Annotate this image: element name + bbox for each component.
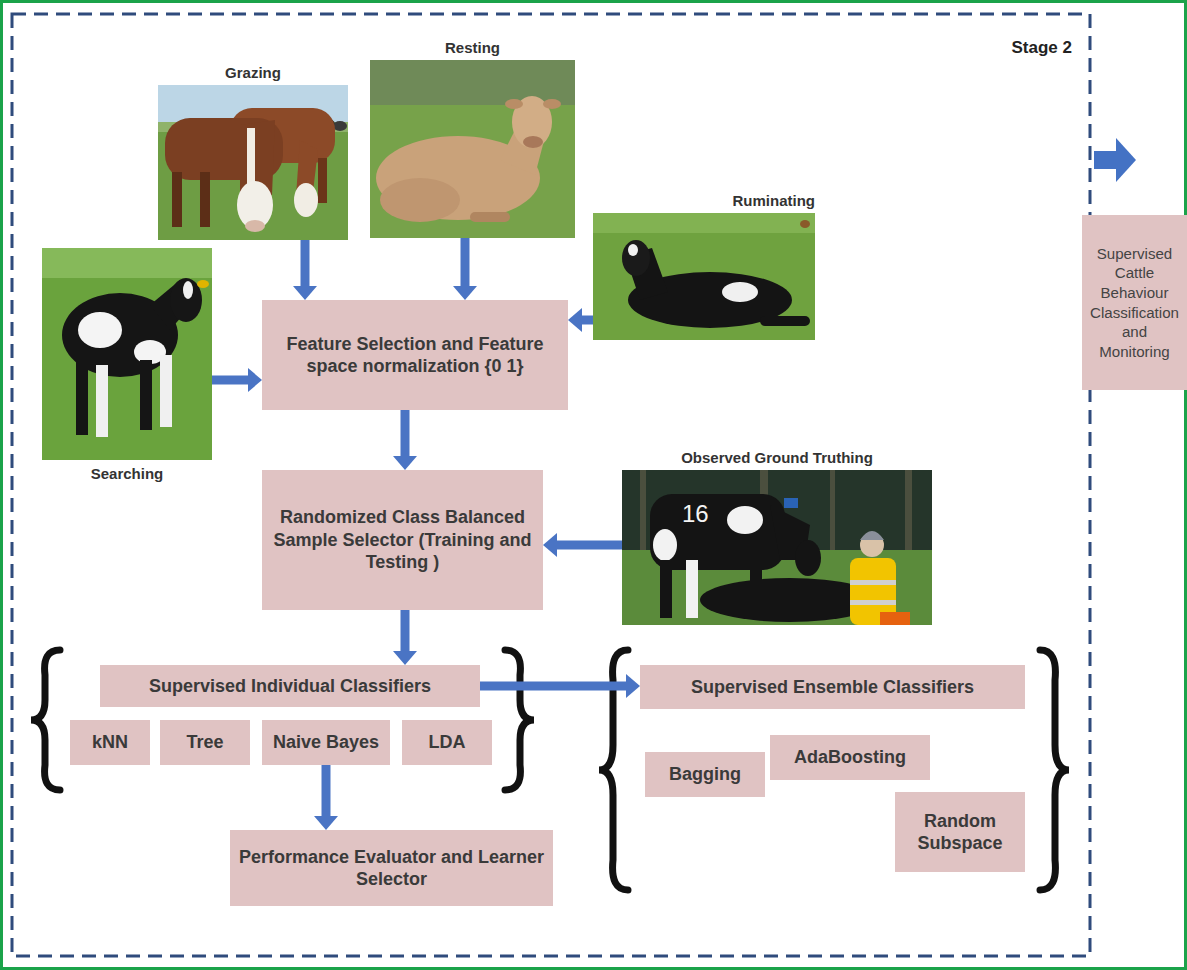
flow-arrow [543,533,622,557]
classifier-box: Naive Bayes [262,720,390,765]
group-header: Supervised Ensemble Classifiers [640,665,1025,709]
photo-panel: Searching [42,248,212,460]
stage-label: Stage 2 [990,38,1072,58]
classifier-box: LDA [402,720,492,765]
photo-panel: Observed Ground Truthing [622,470,932,625]
arrow-head [314,816,338,830]
flow-arrow [293,240,317,300]
arrow-shaft [212,376,250,385]
photo-panel: Ruminating [593,213,815,340]
box-label: Supervised Ensemble Classifiers [648,676,1017,699]
box-label: kNN [78,731,142,754]
photo-caption: Ruminating [733,191,816,211]
photo-caption: Resting [350,38,595,58]
box-label: Performance Evaluator and Learner Select… [238,846,545,891]
box-label: Supervised Individual Classifiers [108,675,472,698]
classifier-box: AdaBoosting [770,735,930,780]
photo-caption: Grazing [138,63,368,83]
ruminating-photo [593,213,815,340]
arrow-head [568,308,582,332]
photo-caption: Searching [22,464,232,484]
arrow-shaft [555,541,622,550]
classifier-box: Tree [160,720,250,765]
box-label: AdaBoosting [778,746,922,769]
photo-panel: Resting [370,60,575,238]
arrow-head [626,674,640,698]
arrow-head [453,286,477,300]
process-box: Performance Evaluator and Learner Select… [230,830,553,906]
box-label: Bagging [653,763,757,786]
process-box: Feature Selection and Feature space norm… [262,300,568,410]
group-header: Supervised Individual Classifiers [100,665,480,707]
arrow-shaft [401,410,410,458]
box-label: Supervised Cattle Behaviour Classificati… [1090,244,1179,362]
arrow-head [293,286,317,300]
grazing-photo [158,85,348,240]
arrow-shaft [322,765,331,818]
arrow-head [393,456,417,470]
arrow-shaft [461,238,470,288]
arrow-shaft [301,240,310,288]
box-label: Random Subspace [903,810,1017,855]
output-box: Supervised Cattle Behaviour Classificati… [1082,215,1187,390]
box-label: Randomized Class Balanced Sample Selecto… [270,506,535,574]
box-label: LDA [410,731,484,754]
classifier-box: Bagging [645,752,765,797]
arrow-head [248,368,262,392]
flow-arrow [212,368,262,392]
stage-border [12,14,1090,956]
arrow-head [393,651,417,665]
cow-number: 16 [682,500,722,528]
flow-arrow [393,410,417,470]
photo-caption: Observed Ground Truthing [602,448,952,468]
photo-panel: Grazing [158,85,348,240]
flow-arrow [480,674,640,698]
box-label: Tree [168,731,242,754]
ground-truth-photo [622,470,932,625]
flow-arrow [568,308,593,332]
arrow-head [543,533,557,557]
searching-photo [42,248,212,460]
arrow-shaft [480,682,628,691]
flow-arrow [393,610,417,665]
box-label: Feature Selection and Feature space norm… [270,333,560,378]
flow-arrow [314,765,338,830]
stage-output-arrow [1094,138,1136,182]
classifier-box: Random Subspace [895,792,1025,872]
process-box: Randomized Class Balanced Sample Selecto… [262,470,543,610]
resting-photo [370,60,575,238]
classifier-box: kNN [70,720,150,765]
arrow-shaft [401,610,410,653]
flow-arrow [453,238,477,300]
box-label: Naive Bayes [270,731,382,754]
